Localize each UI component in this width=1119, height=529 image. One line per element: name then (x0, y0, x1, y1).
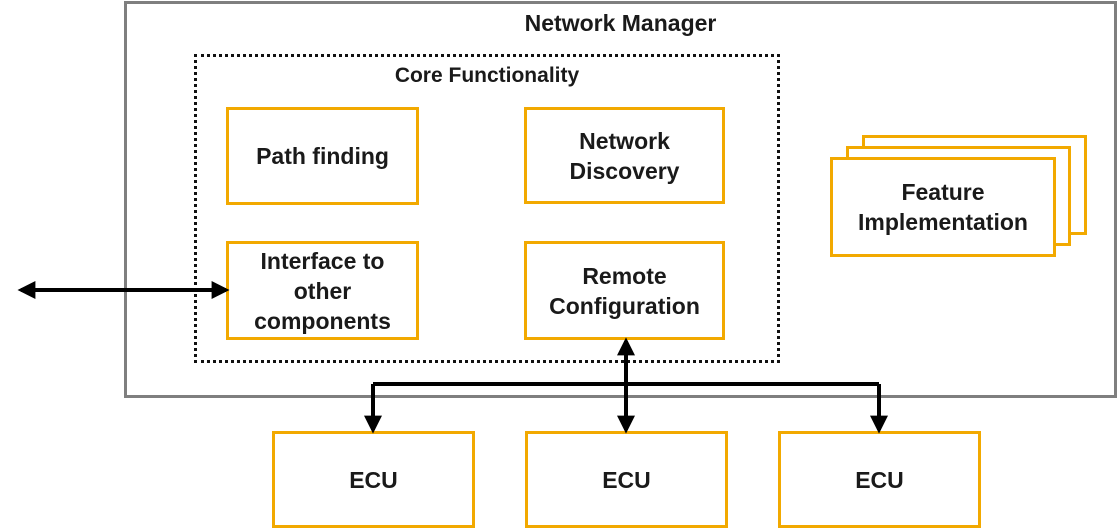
ecu-box-3: ECU (778, 431, 981, 528)
remote-configuration-box: Remote Configuration (524, 241, 725, 340)
interface-to-components-box: Interface to other components (226, 241, 419, 340)
ecu-box-1: ECU (272, 431, 475, 528)
network-manager-title: Network Manager (524, 10, 717, 36)
ecu-box-2: ECU (525, 431, 728, 528)
core-functionality-box (194, 54, 780, 363)
network-discovery-box: Network Discovery (524, 107, 725, 204)
core-functionality-title: Core Functionality (394, 64, 580, 87)
feature-implementation-box: Feature Implementation (830, 157, 1056, 257)
path-finding-box: Path finding (226, 107, 419, 205)
